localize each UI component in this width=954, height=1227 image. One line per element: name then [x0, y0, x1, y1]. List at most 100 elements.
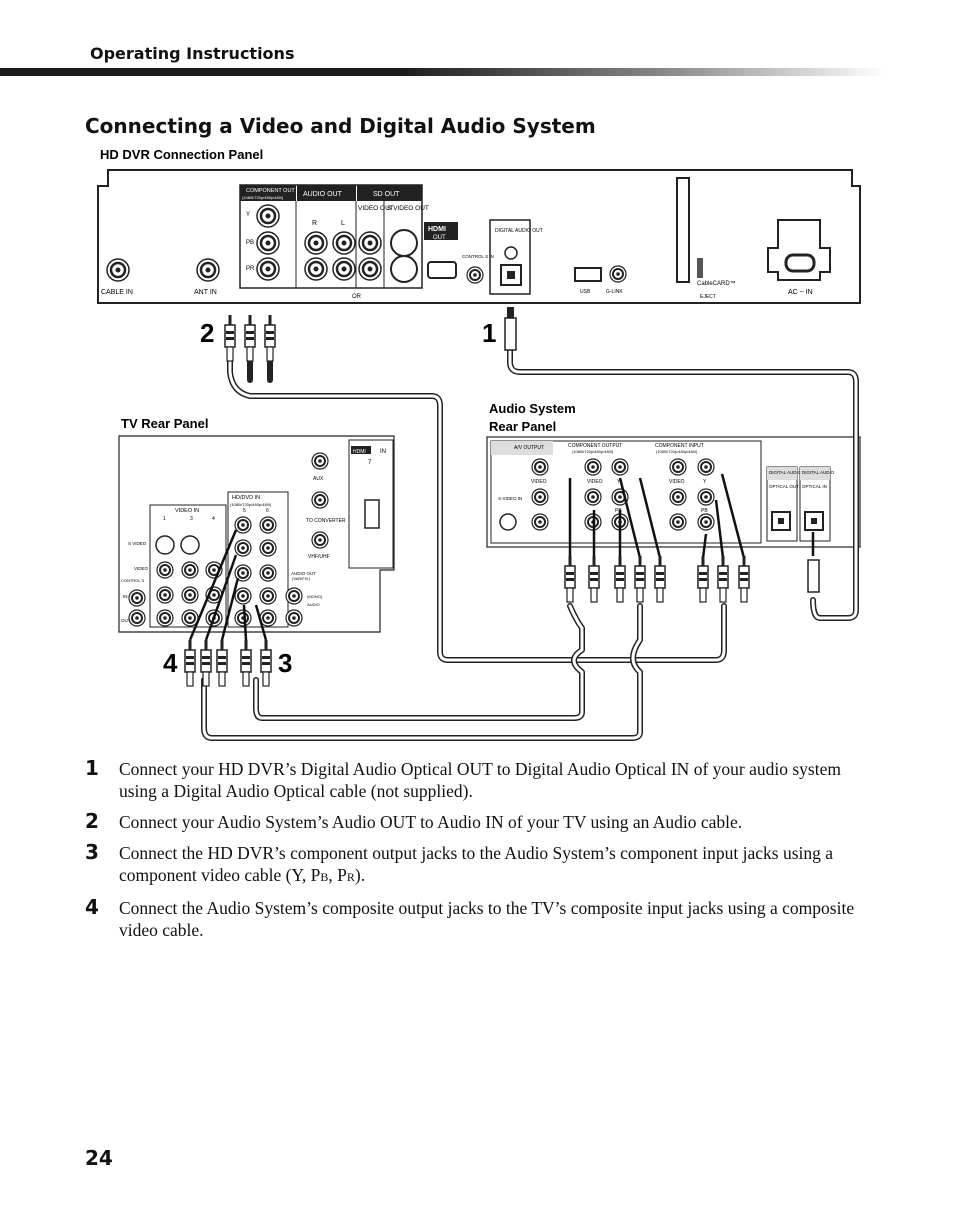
dvr-pb-jack: [255, 230, 281, 256]
tv-out-label: OUT: [121, 618, 131, 623]
dvr-l-label: L: [341, 220, 345, 227]
tv-num-5: 5: [243, 508, 246, 514]
cablecard-slot: [676, 177, 690, 283]
dvr-r-label: R: [312, 220, 317, 227]
dvr-pb-label: PB: [246, 240, 254, 246]
tv-hd-dvd-label: HD/DVD IN: [232, 495, 260, 501]
dvr-audio-out-label: AUDIO OUT: [303, 191, 343, 198]
tv-hdmi-port: [364, 499, 380, 529]
step-text-part: , P: [328, 865, 347, 885]
as-digital-audio-label-2: DIGITAL AUDIO: [802, 470, 835, 475]
dvr-glink-label: G-LINK: [606, 289, 623, 295]
as-svideo-jack: [499, 513, 517, 531]
header-rule: [0, 68, 885, 76]
tv-aux-label: AUX: [313, 476, 324, 482]
optical-plug-audio: [807, 559, 820, 593]
tv-num-6: 6: [266, 508, 269, 514]
optical-plug-dvr: [504, 317, 517, 351]
dvr-pr-jack: [255, 256, 281, 282]
as-component-input-res: (1080i/720p/480p/480i): [656, 449, 698, 454]
dvr-audio-l2-jack: [331, 256, 357, 282]
step-text: Connect your Audio System’s Audio OUT to…: [119, 812, 743, 832]
tv-num-4: 4: [212, 516, 215, 522]
tv-converter-label: TO CONVERTER: [306, 518, 346, 524]
callout-1: 1: [482, 318, 496, 348]
dvr-hdmi-port: [427, 261, 457, 279]
dvr-digital-audio-out-label: DIGITAL AUDIO OUT: [495, 228, 543, 234]
tv-num-1: 1: [163, 516, 166, 522]
tv-vhf-jack: [311, 531, 329, 549]
dvr-svideo-out-label: S VIDEO OUT: [387, 205, 429, 212]
as-pb-out-label: PB: [615, 508, 622, 514]
dvr-or-label: OR: [352, 294, 362, 300]
dvr-component-res: (1080i/720p/480p/480i): [242, 195, 284, 200]
dvr-audio-r2-jack: [303, 256, 329, 282]
as-y-out-label: Y: [617, 479, 621, 485]
step-number: 2: [85, 809, 99, 833]
page-title: Connecting a Video and Digital Audio Sys…: [85, 114, 596, 138]
step-text: Connect the HD DVR’s component output ja…: [119, 842, 875, 888]
dvr-usb-label: USB: [580, 289, 591, 295]
pr-subscript: R: [346, 870, 355, 884]
as-svideo-label: S-VIDEO IN: [498, 496, 522, 501]
tv-panel-label: TV Rear Panel: [121, 416, 208, 431]
cable-in-jack: [105, 257, 131, 283]
dvr-control-s-label: CONTROL S IN: [462, 254, 494, 259]
as-optical-out-label: OPTICAL OUT: [769, 484, 799, 489]
dvr-pr-label: PR: [246, 266, 255, 272]
as-y-in-label: Y: [703, 479, 707, 485]
tv-hd-res: (1080i/720p/480p/480i): [230, 502, 272, 507]
callout-4: 4: [163, 648, 178, 678]
step-number: 4: [85, 895, 99, 919]
audio-system-rear-panel: A/V OUTPUT COMPONENT OUTPUT (1080i/720p/…: [486, 436, 861, 559]
dvr-svideo2-jack: [390, 255, 418, 283]
dvr-component-out-label: COMPONENT OUT: [246, 188, 295, 194]
as-pb-in-label: PB: [701, 508, 708, 514]
step-text: Connect your HD DVR’s Digital Audio Opti…: [119, 759, 841, 801]
as-video-label: VIDEO: [531, 479, 547, 485]
tv-in-label: IN: [123, 594, 128, 599]
pb-subscript: B: [320, 870, 329, 884]
tv-rear-panel: HDMI IN 7 AUX TO CONVERTER VHF/UHF VIDEO…: [118, 435, 395, 641]
tv-num-3: 3: [190, 516, 193, 522]
as-video-out-label: VIDEO: [587, 479, 603, 485]
step-1: 1 Connect your HD DVR’s Digital Audio Op…: [85, 758, 875, 802]
dvr-audio-l-jack: [331, 230, 357, 256]
step-number: 3: [85, 840, 99, 864]
tv-converter-jack: [311, 491, 329, 509]
step-text: Connect the Audio System’s composite out…: [119, 898, 855, 940]
dvr-sd-out-label: SD OUT: [373, 191, 400, 198]
tv-aux-jack: [311, 452, 329, 470]
tv-audio-label: AUDIO: [307, 602, 320, 607]
step-number: 1: [85, 756, 99, 780]
audio-system-plugs: [564, 555, 750, 603]
dvr-y-jack: [255, 203, 281, 229]
as-component-output-label: COMPONENT OUTPUT: [568, 443, 622, 449]
tv-svideo-label: S VIDEO: [128, 541, 147, 546]
dvr-component-plugs: [224, 314, 276, 362]
tv-hdmi-logo: HDMI: [353, 449, 366, 455]
tv-video-label: VIDEO: [134, 566, 149, 571]
as-video-in-label: VIDEO: [669, 479, 685, 485]
tv-mono-label: (MONO): [307, 594, 323, 599]
step-4: 4 Connect the Audio System’s composite o…: [85, 897, 875, 941]
as-optical-in-label: OPTICAL IN: [802, 484, 827, 489]
ant-in-label: ANT IN: [194, 289, 217, 296]
dvr-video-out2-jack: [357, 256, 383, 282]
tv-video-in-label: VIDEO IN: [175, 508, 199, 514]
ant-in-jack: [195, 257, 221, 283]
callout-2: 2: [200, 318, 214, 348]
step-2: 2 Connect your Audio System’s Audio OUT …: [85, 811, 875, 833]
dvr-ac-in-label: AC ~ IN: [788, 289, 813, 296]
audio-panel-label-1: Audio System: [489, 401, 576, 416]
dvr-audio-r-jack: [303, 230, 329, 256]
dvr-video-out-jack: [357, 230, 383, 256]
dvr-usb-port: [574, 267, 602, 282]
dvr-glink-jack: [609, 265, 627, 283]
dvr-hdmi-logo: HDMI: [428, 226, 446, 233]
dvr-rear-panel: CABLE IN ANT IN COMPONENT OUT (1080i/720…: [97, 169, 861, 304]
as-digital-audio-label: DIGITAL AUDIO: [769, 470, 802, 475]
audio-panel-label-2: Rear Panel: [489, 419, 556, 434]
tv-hdmi-in: IN: [380, 449, 386, 455]
callout-3: 3: [278, 648, 292, 678]
